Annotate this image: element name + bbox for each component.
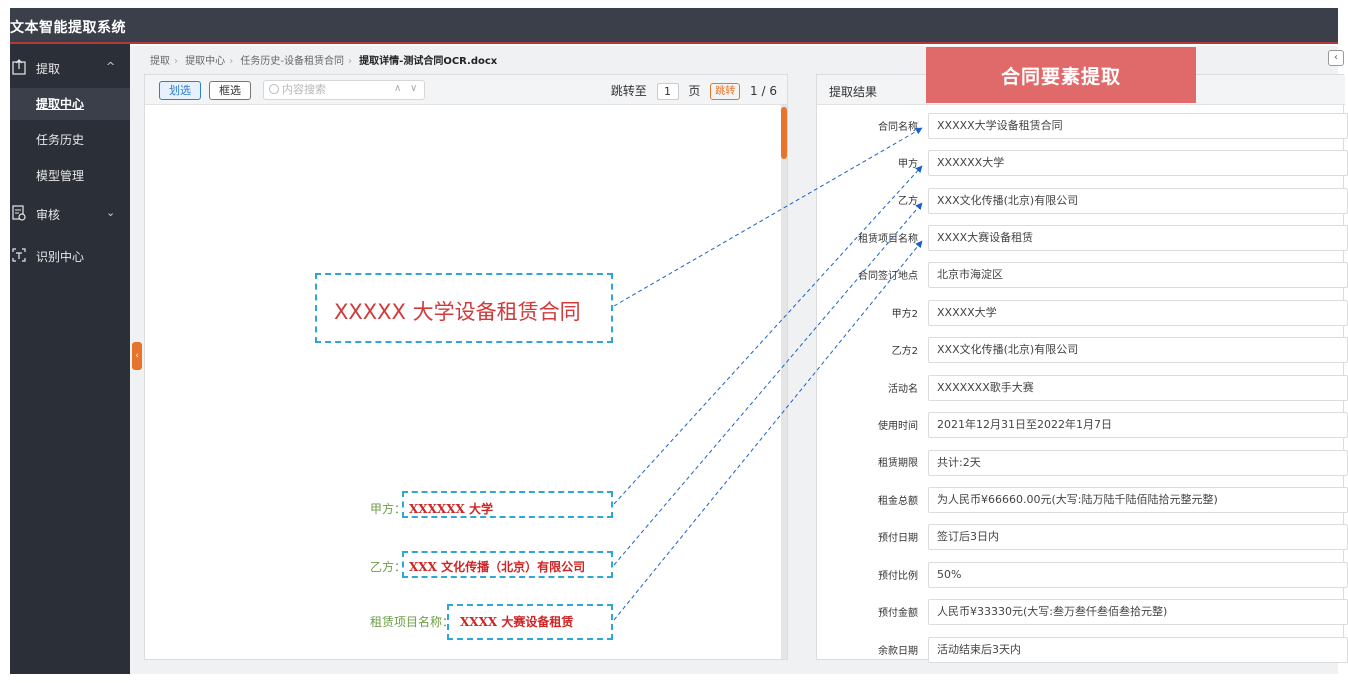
field-label: 合同签订地点 xyxy=(858,271,918,282)
field-value-balance-date[interactable]: 活动结束后3天内 xyxy=(928,637,1348,663)
field-label: 预付金额 xyxy=(878,608,918,619)
highlight-box-title xyxy=(315,273,613,343)
field-value-party-a[interactable]: XXXXXX大学 xyxy=(928,150,1348,176)
collapse-right-button[interactable]: ‹ xyxy=(1328,50,1344,66)
doc-label-party-a: 甲方： xyxy=(370,502,407,516)
sidebar-item-model-management[interactable]: 模型管理 xyxy=(36,169,85,183)
field-label: 活动名 xyxy=(888,384,918,395)
select-text-button[interactable]: 划选 xyxy=(159,81,201,100)
highlight-box-party-b xyxy=(402,551,613,578)
sidebar-group-label: 审核 xyxy=(36,208,61,222)
content-search[interactable]: ∧ ∨ xyxy=(263,80,425,100)
breadcrumb-item[interactable]: 任务历史-设备租赁合同 xyxy=(240,56,344,67)
field-value-prepay-date[interactable]: 签订后3日内 xyxy=(928,524,1348,550)
field-value-prepay-ratio[interactable]: 50% xyxy=(928,562,1348,588)
doc-value-party-a: XXXXXX 大学 xyxy=(409,502,494,516)
upload-doc-icon xyxy=(12,59,26,75)
chevron-down-icon[interactable]: ∨ xyxy=(410,83,418,94)
doc-label-project-name: 租赁项目名称： xyxy=(370,615,455,629)
field-value-total-rent[interactable]: 为人民币¥66660.00元(大写:陆万陆千陆佰陆拾元整元整) xyxy=(928,487,1348,513)
sidebar-group-label: 识别中心 xyxy=(36,250,85,264)
page-number-input[interactable]: 1 xyxy=(656,83,679,100)
page-count: 1 / 6 xyxy=(750,84,777,98)
field-value-party-a2[interactable]: XXXXX大学 xyxy=(928,300,1348,326)
field-label: 租金总额 xyxy=(878,496,918,507)
breadcrumb-item[interactable]: 提取中心 xyxy=(185,56,226,67)
field-label: 租赁期限 xyxy=(878,458,918,469)
scrollbar-thumb[interactable] xyxy=(781,107,787,159)
doc-value-party-b: XXX 文化传播（北京）有限公司 xyxy=(409,560,586,574)
doc-value-project-name: XXXX 大赛设备租赁 xyxy=(460,615,574,629)
audit-doc-icon xyxy=(12,205,26,221)
field-label: 使用时间 xyxy=(878,421,918,432)
chevron-up-icon[interactable]: ∧ xyxy=(394,83,402,94)
chevron-up-icon: ^ xyxy=(106,60,116,73)
field-label: 预付日期 xyxy=(878,533,918,544)
jump-button[interactable]: 跳转 xyxy=(710,83,741,100)
sidebar-group-recognition-center[interactable]: 识别中心 xyxy=(10,238,130,274)
highlight-box-project-name xyxy=(447,604,613,640)
sidebar-item-task-history[interactable]: 任务历史 xyxy=(36,133,85,147)
field-label: 合同名称 xyxy=(878,122,918,133)
app-title: 文本智能提取系统 xyxy=(10,20,126,36)
document-toolbar: 划选 框选 ∧ ∨ 跳转至 1 页 跳转 1 / 6 xyxy=(145,75,787,105)
field-label: 乙方2 xyxy=(891,346,918,357)
sidebar-collapse-tab[interactable]: ‹ xyxy=(132,342,142,370)
field-value-event-name[interactable]: XXXXXXX歌手大赛 xyxy=(928,375,1348,401)
document-scrollbar[interactable] xyxy=(781,105,787,659)
field-label: 余款日期 xyxy=(878,646,918,657)
extraction-banner: 合同要素提取 xyxy=(926,47,1196,103)
field-value-party-b2[interactable]: XXX文化传播(北京)有限公司 xyxy=(928,337,1348,363)
breadcrumb: 提取› 提取中心› 任务历史-设备租赁合同› 提取详情-测试合同OCR.docx xyxy=(150,56,498,67)
sidebar: 提取 ^ 提取中心 任务历史 模型管理 审核 ⌄ 识别中心 xyxy=(10,44,130,674)
field-value-signing-place[interactable]: 北京市海淀区 xyxy=(928,262,1348,288)
breadcrumb-item[interactable]: 提取 xyxy=(150,56,170,67)
results-title: 提取结果 xyxy=(829,85,878,99)
top-bar: 文本智能提取系统 xyxy=(10,8,1338,44)
field-label: 预付比例 xyxy=(878,571,918,582)
highlight-box-party-a xyxy=(402,491,613,518)
search-icon xyxy=(269,84,279,94)
sidebar-group-extract[interactable]: 提取 ^ xyxy=(10,50,130,86)
field-value-contract-name[interactable]: XXXXX大学设备租赁合同 xyxy=(928,113,1348,139)
field-label: 乙方 xyxy=(898,196,918,207)
doc-label-party-b: 乙方： xyxy=(370,560,407,574)
field-value-party-b[interactable]: XXX文化传播(北京)有限公司 xyxy=(928,188,1348,214)
scan-icon xyxy=(12,248,26,262)
sidebar-group-label: 提取 xyxy=(36,62,61,76)
field-label: 甲方2 xyxy=(891,309,918,320)
search-input[interactable] xyxy=(282,83,382,97)
page-jump: 跳转至 1 页 跳转 1 / 6 xyxy=(610,83,777,100)
sidebar-group-audit[interactable]: 审核 ⌄ xyxy=(10,196,130,232)
chevron-down-icon: ⌄ xyxy=(106,206,116,219)
field-label: 甲方 xyxy=(898,159,918,170)
field-value-usage-time[interactable]: 2021年12月31日至2022年1月7日 xyxy=(928,412,1348,438)
breadcrumb-current: 提取详情-测试合同OCR.docx xyxy=(359,56,498,67)
document-title: XXXXX 大学设备租赁合同 xyxy=(334,300,581,324)
box-select-button[interactable]: 框选 xyxy=(209,81,251,100)
field-value-prepay-amount[interactable]: 人民币¥33330元(大写:叁万叁仟叁佰叁拾元整) xyxy=(928,599,1348,625)
field-value-lease-term[interactable]: 共计:2天 xyxy=(928,450,1348,476)
sidebar-item-extract-center[interactable]: 提取中心 xyxy=(10,88,130,120)
field-label: 租赁项目名称 xyxy=(858,234,918,245)
field-value-project-name[interactable]: XXXX大赛设备租赁 xyxy=(928,225,1348,251)
